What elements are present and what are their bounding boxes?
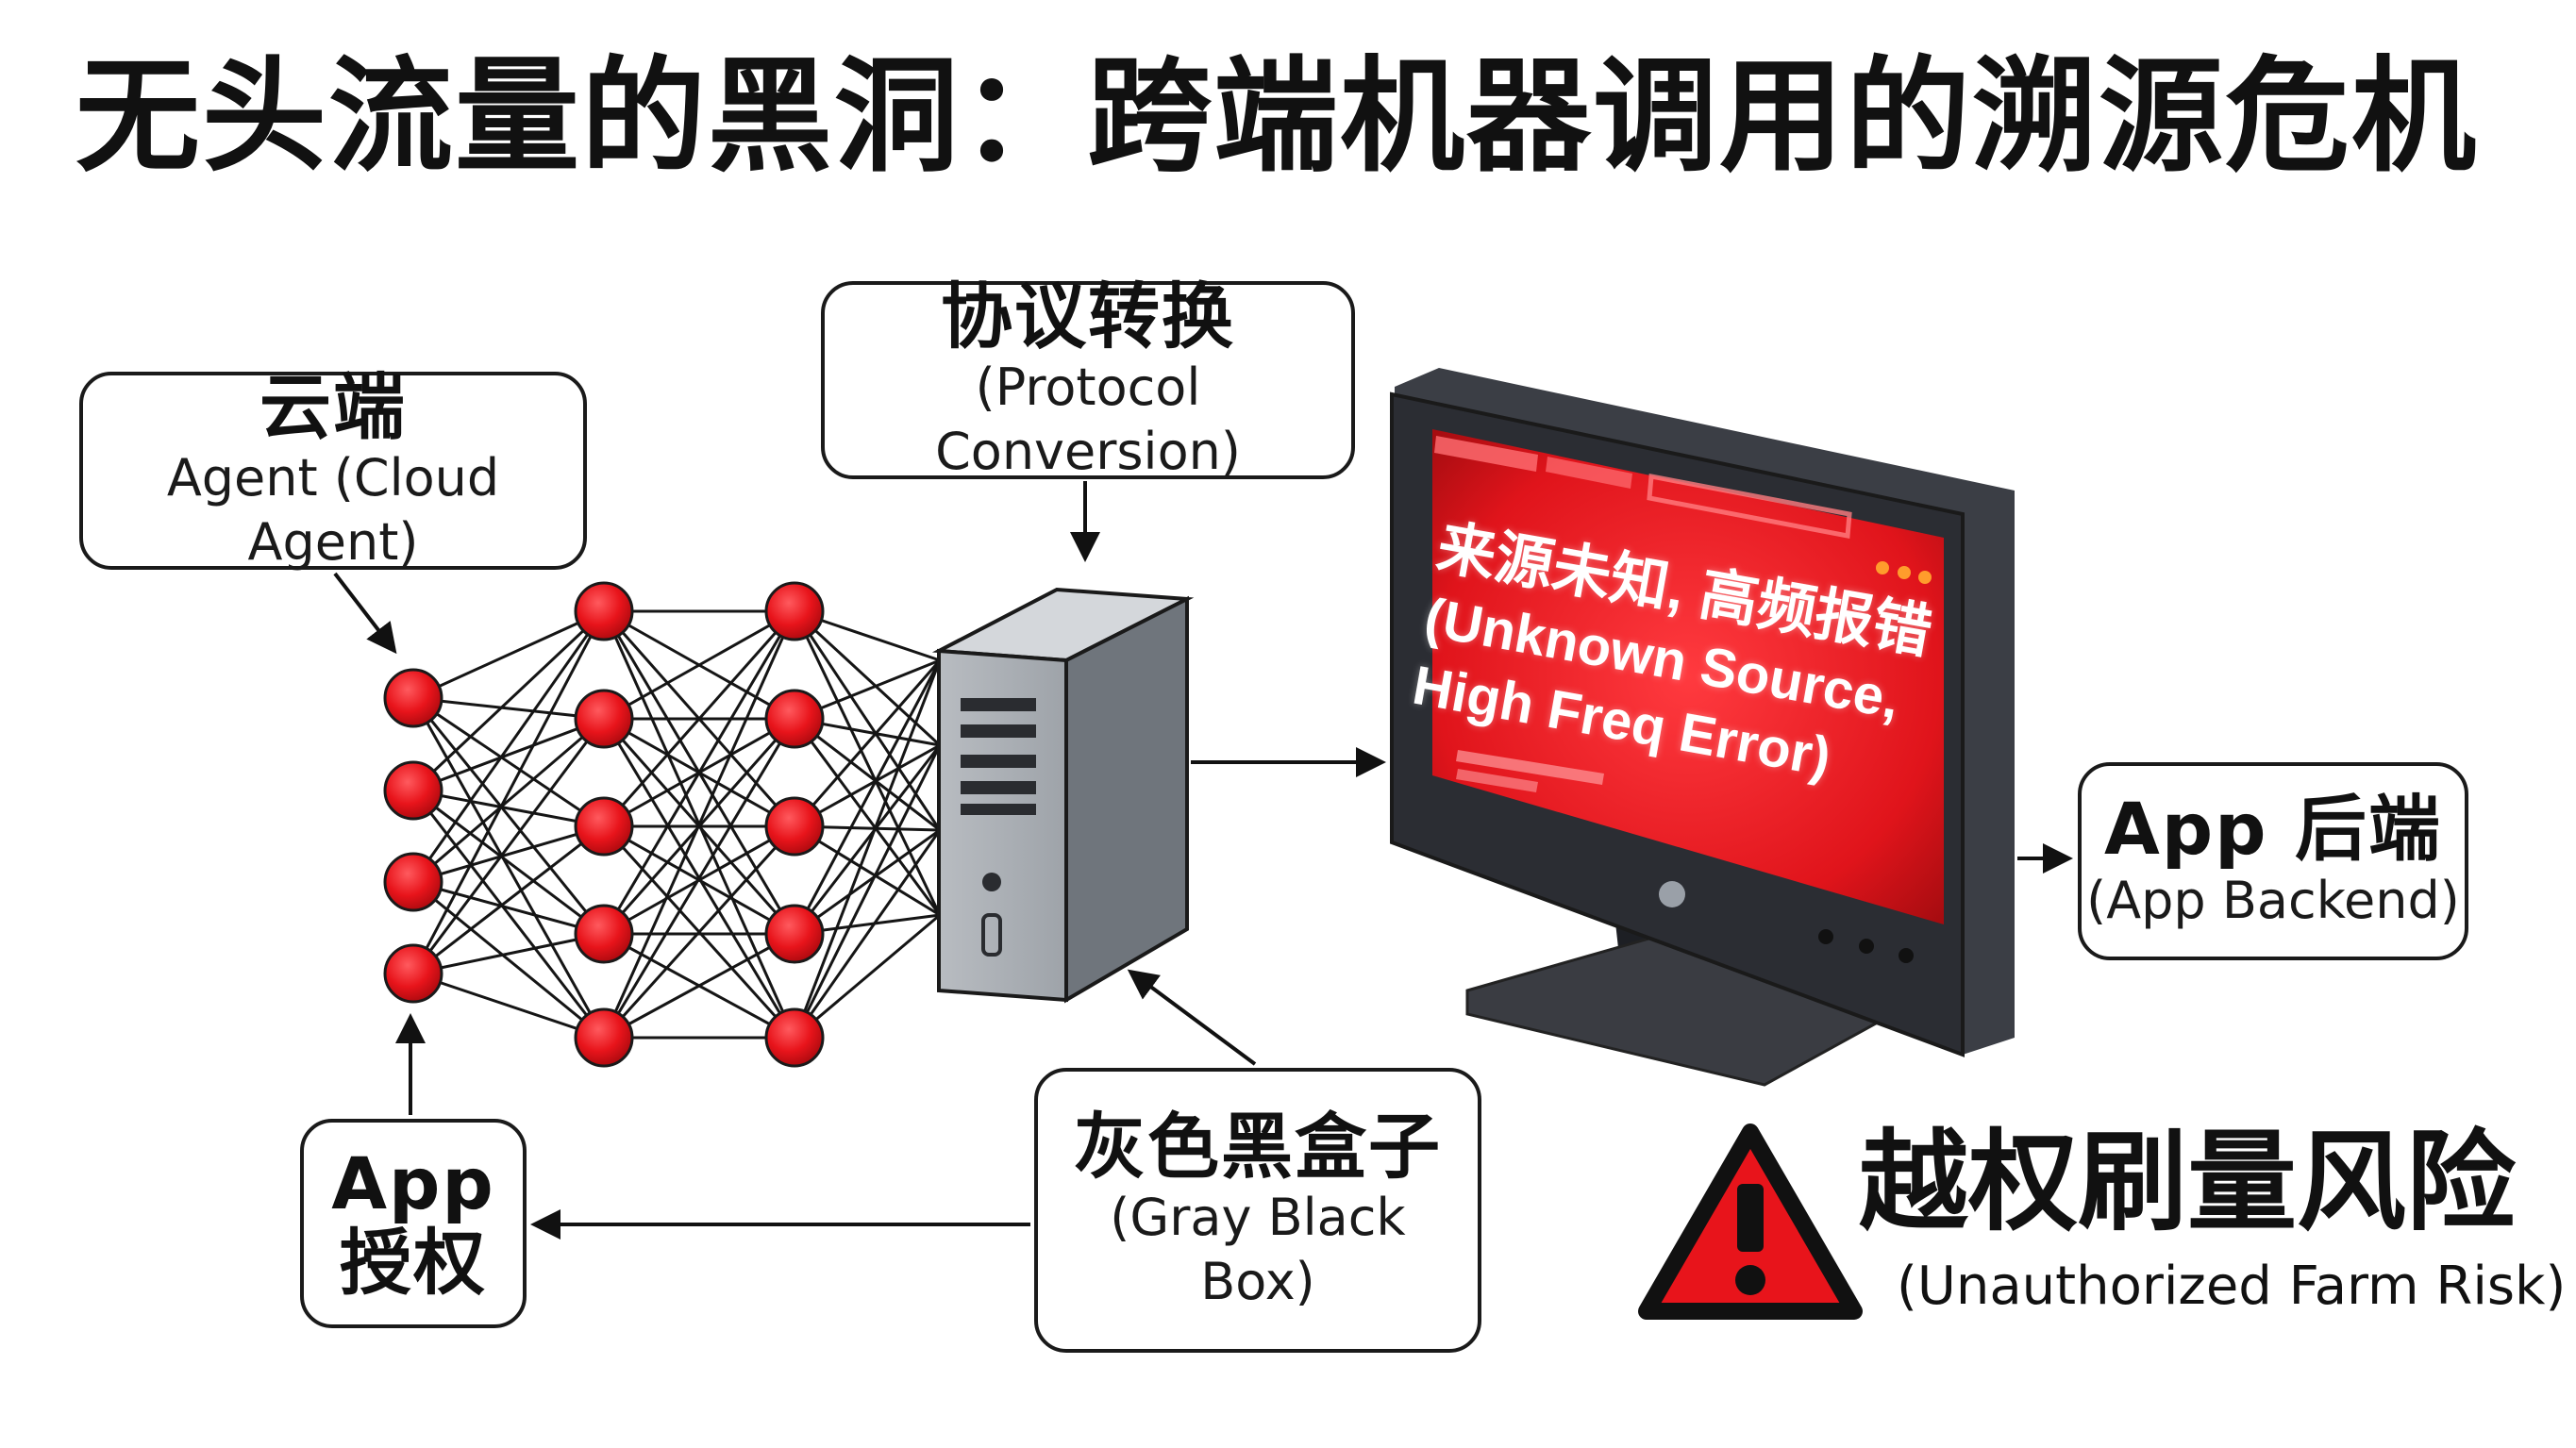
network-edge: [793, 659, 942, 1039]
network-edge: [793, 744, 942, 935]
cloud-agent-zh-label: 云端: [259, 364, 407, 449]
protocol-conversion-box: 协议转换 (Protocol Conversion): [821, 277, 1355, 481]
network-node: [764, 581, 825, 641]
protocol-conversion-zh-label: 协议转换: [941, 274, 1235, 358]
network-node: [764, 689, 825, 749]
network-edge: [793, 744, 942, 1039]
network-edge: [603, 609, 795, 721]
app-auth-line1-label: App: [331, 1141, 495, 1226]
risk-title: 越权刷量风险: [1859, 1119, 2516, 1246]
network-edge: [411, 697, 606, 1039]
network-edge: [411, 609, 606, 792]
network-node: [764, 796, 825, 857]
network-edge: [411, 697, 606, 935]
network-node: [574, 1007, 634, 1068]
network-edge: [412, 824, 605, 975]
neural-network-nodes: [383, 581, 825, 1068]
network-edge: [412, 609, 605, 700]
network-edge: [793, 659, 942, 935]
gray-box-en-label-line1: (Gray Black: [1110, 1188, 1406, 1248]
network-edge: [794, 913, 941, 1040]
network-edge: [412, 932, 605, 975]
app-backend-box: App 后端 (App Backend): [2078, 762, 2468, 960]
network-edge: [603, 932, 795, 1040]
network-node: [574, 581, 634, 641]
gray-box-en-label-line2: Box): [1200, 1251, 1315, 1311]
network-edge: [794, 828, 941, 936]
protocol-conversion-en-label: (Protocol Conversion): [935, 358, 1241, 481]
network-edge: [411, 610, 606, 974]
network-edge: [602, 610, 796, 1039]
network-edge: [794, 717, 941, 832]
network-node: [383, 943, 443, 1004]
network-node: [574, 904, 634, 964]
risk-subtitle: (Unauthorized Farm Risk): [1897, 1256, 2567, 1317]
network-edge: [412, 880, 605, 1040]
app-backend-zh-label: App 后端: [2103, 787, 2443, 872]
app-auth-box: App 授权: [300, 1119, 527, 1328]
network-edge: [411, 610, 606, 883]
network-edge: [412, 717, 605, 884]
network-edge: [412, 696, 605, 721]
network-edge: [412, 824, 605, 884]
network-edge: [412, 717, 605, 792]
network-edge: [602, 824, 796, 1040]
network-node: [764, 904, 825, 964]
network-node: [383, 668, 443, 728]
network-edge: [793, 659, 942, 827]
network-edge: [412, 972, 605, 1040]
connectors: [333, 481, 2073, 1240]
cloud-agent-en-label: Agent (Cloud Agent): [166, 448, 500, 572]
gray-box-zh-label: 灰色黑盒子: [1074, 1104, 1442, 1189]
network-edge: [412, 880, 605, 936]
network-edge: [411, 790, 606, 1039]
network-edge: [602, 718, 796, 1039]
cloud-agent-box: 云端 Agent (Cloud Agent): [79, 368, 587, 572]
network-edge: [793, 718, 942, 916]
network-edge: [602, 610, 796, 827]
network-edge: [411, 718, 606, 974]
network-node: [383, 760, 443, 821]
monitor-icon: [1390, 368, 2015, 1087]
app-auth-line2-label: 授权: [340, 1221, 487, 1305]
network-node: [574, 796, 634, 857]
page-title: 无头流量的黑洞：跨端机器调用的溯源危机: [75, 44, 2478, 190]
network-edge: [602, 610, 796, 935]
network-node: [764, 1007, 825, 1068]
network-edge: [793, 829, 942, 1039]
neural-network-edges: [411, 609, 942, 1040]
network-edge: [412, 789, 605, 936]
network-node: [383, 852, 443, 912]
server-tower-icon: [931, 587, 1195, 1004]
app-backend-en-label: (App Backend): [2086, 871, 2460, 931]
warning-triangle-icon: [1638, 1123, 1863, 1320]
network-edge: [412, 789, 605, 828]
network-edge: [412, 696, 605, 828]
network-node: [574, 689, 634, 749]
gray-black-box: 灰色黑盒子 (Gray Black Box): [1034, 1068, 1481, 1353]
